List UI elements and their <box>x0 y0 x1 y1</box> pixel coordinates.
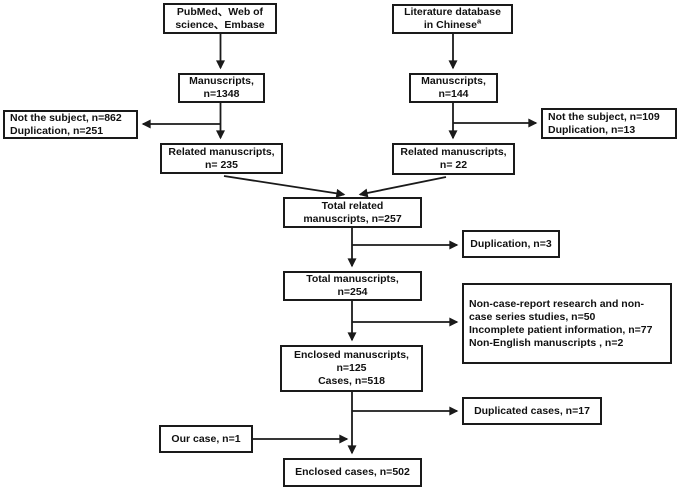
box-line: Non-English manuscripts , n=2 <box>469 336 624 349</box>
box-line: Related manuscripts, <box>168 145 275 158</box>
box-line: n=144 <box>438 88 469 100</box>
box-line: Duplicated cases, n=17 <box>474 404 590 417</box>
box-line-text: in Chinese <box>423 19 477 31</box>
box-line: PubMed、Web of <box>176 5 264 18</box>
box-line: Related manuscripts, <box>400 146 507 158</box>
box-line: Non-case-report research and non-case se… <box>469 297 645 323</box>
box-line: Total related <box>321 199 384 212</box>
box-line: Our case, n=1 <box>171 432 241 445</box>
box-line: n=125 <box>336 362 367 374</box>
box-total-manuscripts: Total manuscripts, n=254 <box>283 271 422 301</box>
box-related-english: Related manuscripts, n= 235 <box>160 143 283 174</box>
box-line: Manuscripts, <box>189 75 254 87</box>
arrow-related-chinese-diagonal <box>358 176 447 198</box>
box-excluded-english: Not the subject, n=862 Duplication, n=25… <box>3 110 138 139</box>
box-line: in Chinesea <box>423 16 482 32</box>
box-line: n=254 <box>337 286 368 298</box>
box-line: n= 235 <box>205 158 238 171</box>
box-line: Manuscripts, <box>421 75 486 87</box>
box-line: Duplication, n=251 <box>10 124 104 137</box>
box-line: n=1348 <box>203 88 240 100</box>
box-duplication: Duplication, n=3 <box>462 230 560 258</box>
box-excluded-chinese: Not the subject, n=109 Duplication, n=13 <box>541 108 677 139</box>
box-line: Incomplete patient information, n=77 <box>469 323 653 336</box>
box-line: Duplication, n=13 <box>548 123 636 136</box>
box-related-chinese: Related manuscripts, n= 22 <box>392 143 515 175</box>
arrow-related-english-diagonal <box>223 175 346 198</box>
box-manuscripts-chinese: Manuscripts, n=144 <box>409 73 498 103</box>
box-source-english: PubMed、Web of science、Embase <box>163 3 277 34</box>
box-line: Literature database <box>404 6 501 18</box>
box-line: manuscripts, n=257 <box>303 212 402 225</box>
box-excluded-studies: Non-case-report research and non-case se… <box>462 283 672 364</box>
box-enclosed-manuscripts: Enclosed manuscripts, n=125 Cases, n=518 <box>280 345 423 392</box>
box-source-chinese: Literature database in Chinesea <box>392 4 513 34</box>
box-total-related: Total related manuscripts, n=257 <box>283 197 422 228</box>
box-manuscripts-english: Manuscripts, n=1348 <box>178 73 265 103</box>
box-line: Not the subject, n=109 <box>548 110 660 123</box>
box-enclosed-cases: Enclosed cases, n=502 <box>283 458 422 487</box>
box-duplicated-cases: Duplicated cases, n=17 <box>462 397 602 425</box>
box-line: Not the subject, n=862 <box>10 111 122 124</box>
footnote-marker: a <box>476 16 482 26</box>
box-line: n= 22 <box>439 159 468 171</box>
box-line: Enclosed manuscripts, <box>294 349 409 361</box>
box-line: Duplication, n=3 <box>470 237 552 250</box>
box-line: science、Embase <box>175 18 265 31</box>
box-line: Total manuscripts, <box>306 273 399 285</box>
box-our-case: Our case, n=1 <box>159 425 253 453</box>
box-line: Enclosed cases, n=502 <box>295 466 410 478</box>
box-line: Cases, n=518 <box>318 375 385 387</box>
